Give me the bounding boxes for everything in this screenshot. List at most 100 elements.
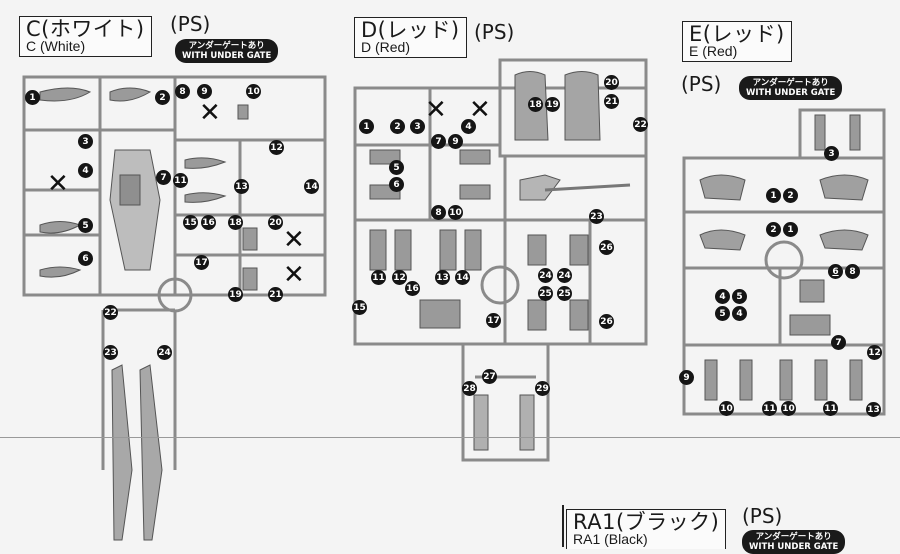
part-number: 11 — [823, 401, 838, 416]
part-number: 7 — [156, 170, 171, 185]
group-c-title: C(ホワイト) — [26, 17, 145, 41]
part-number: 11 — [173, 173, 188, 188]
part-number: 13 — [234, 179, 249, 194]
part-number: 20 — [268, 215, 283, 230]
part-number: 11 — [762, 401, 777, 416]
part-number: 25 — [538, 286, 553, 301]
group-e-title: E(レッド) — [689, 22, 785, 46]
part-number: 5 — [715, 306, 730, 321]
part-number: 1 — [766, 188, 781, 203]
group-ra1-subtitle: RA1 (Black) — [573, 531, 648, 548]
group-ra1-material: (PS) — [742, 504, 783, 528]
part-number: 21 — [604, 94, 619, 109]
gate-jp: アンダーゲートあり — [755, 532, 832, 542]
part-number: 22 — [103, 305, 118, 320]
unused-cross-mark: ✕ — [199, 98, 221, 128]
part-number: 20 — [604, 75, 619, 90]
unused-cross-mark: ✕ — [47, 169, 69, 199]
group-ra1-header: RA1(ブラック) RA1 (Black) — [566, 509, 727, 549]
part-number: 4 — [715, 289, 730, 304]
part-number: 4 — [78, 163, 93, 178]
part-number: 6 — [78, 251, 93, 266]
part-number: 26 — [599, 314, 614, 329]
part-number: 24 — [557, 268, 572, 283]
part-number: 2 — [155, 90, 170, 105]
unused-cross-mark: ✕ — [283, 225, 305, 255]
part-number: 18 — [228, 215, 243, 230]
part-number: 16 — [405, 281, 420, 296]
part-number: 13 — [866, 402, 881, 417]
gate-en: WITH UNDER GATE — [749, 542, 839, 552]
part-number: 10 — [719, 401, 734, 416]
underlined-digit: 6 — [832, 266, 839, 277]
part-number: 2 — [766, 222, 781, 237]
part-number: 15 — [183, 215, 198, 230]
part-number: 11 — [371, 270, 386, 285]
gate-jp: アンダーゲートあり — [188, 41, 265, 51]
part-number: 5 — [732, 289, 747, 304]
unused-cross-mark: ✕ — [425, 95, 447, 125]
part-number: 24 — [538, 268, 553, 283]
group-ra1-gate-badge: アンダーゲートあり WITH UNDER GATE — [742, 530, 846, 554]
gate-jp: アンダーゲートあり — [752, 78, 829, 88]
gate-en: WITH UNDER GATE — [182, 51, 272, 61]
part-number: 4 — [461, 119, 476, 134]
part-number: 3 — [410, 119, 425, 134]
part-number: 25 — [557, 286, 572, 301]
part-number: 17 — [194, 255, 209, 270]
part-number: 5 — [389, 160, 404, 175]
group-e-material: (PS) — [681, 72, 722, 96]
group-e-subtitle: E (Red) — [689, 43, 738, 60]
part-number: 10 — [781, 401, 796, 416]
part-number: 3 — [824, 146, 839, 161]
group-c-gate-badge: アンダーゲートあり WITH UNDER GATE — [175, 39, 279, 63]
part-number: 17 — [486, 313, 501, 328]
group-e-gate-badge: アンダーゲートあり WITH UNDER GATE — [739, 76, 843, 100]
part-number: 12 — [867, 345, 882, 360]
part-number: 9 — [197, 84, 212, 99]
part-number: 10 — [246, 84, 261, 99]
part-number: 6 — [389, 177, 404, 192]
group-e-header: E(レッド) E (Red) — [682, 21, 792, 62]
part-number: 12 — [269, 140, 284, 155]
group-c-header: C(ホワイト) C (White) — [19, 16, 152, 57]
part-number: 8 — [431, 205, 446, 220]
part-number: 2 — [783, 188, 798, 203]
part-number: 6 — [828, 264, 843, 279]
part-number: 4 — [732, 306, 747, 321]
part-number: 26 — [599, 240, 614, 255]
part-number: 1 — [359, 119, 374, 134]
part-number: 28 — [462, 381, 477, 396]
part-number: 14 — [455, 270, 470, 285]
part-number: 29 — [535, 381, 550, 396]
part-number: 13 — [435, 270, 450, 285]
unused-cross-mark: ✕ — [469, 95, 491, 125]
part-number: 5 — [78, 218, 93, 233]
part-number: 27 — [482, 369, 497, 384]
part-number: 2 — [390, 119, 405, 134]
part-number: 14 — [304, 179, 319, 194]
part-number: 23 — [589, 209, 604, 224]
part-number: 21 — [268, 287, 283, 302]
unused-cross-mark: ✕ — [283, 260, 305, 290]
part-number: 19 — [545, 97, 560, 112]
part-number: 7 — [831, 335, 846, 350]
group-c-subtitle: C (White) — [26, 38, 86, 55]
part-number: 16 — [201, 215, 216, 230]
part-number: 10 — [448, 205, 463, 220]
group-d-header: D(レッド) D (Red) — [354, 17, 467, 58]
part-number: 18 — [528, 97, 543, 112]
group-d-material: (PS) — [474, 20, 515, 44]
group-ra1-title: RA1(ブラック) — [573, 510, 720, 534]
part-number: 23 — [103, 345, 118, 360]
group-c-material: (PS) — [170, 12, 211, 36]
group-d-subtitle: D (Red) — [361, 39, 411, 56]
part-number: 7 — [431, 134, 446, 149]
part-number: 3 — [78, 134, 93, 149]
part-number: 15 — [352, 300, 367, 315]
part-number: 19 — [228, 287, 243, 302]
part-number: 24 — [157, 345, 172, 360]
part-number: 8 — [175, 84, 190, 99]
divider-top — [0, 437, 900, 438]
